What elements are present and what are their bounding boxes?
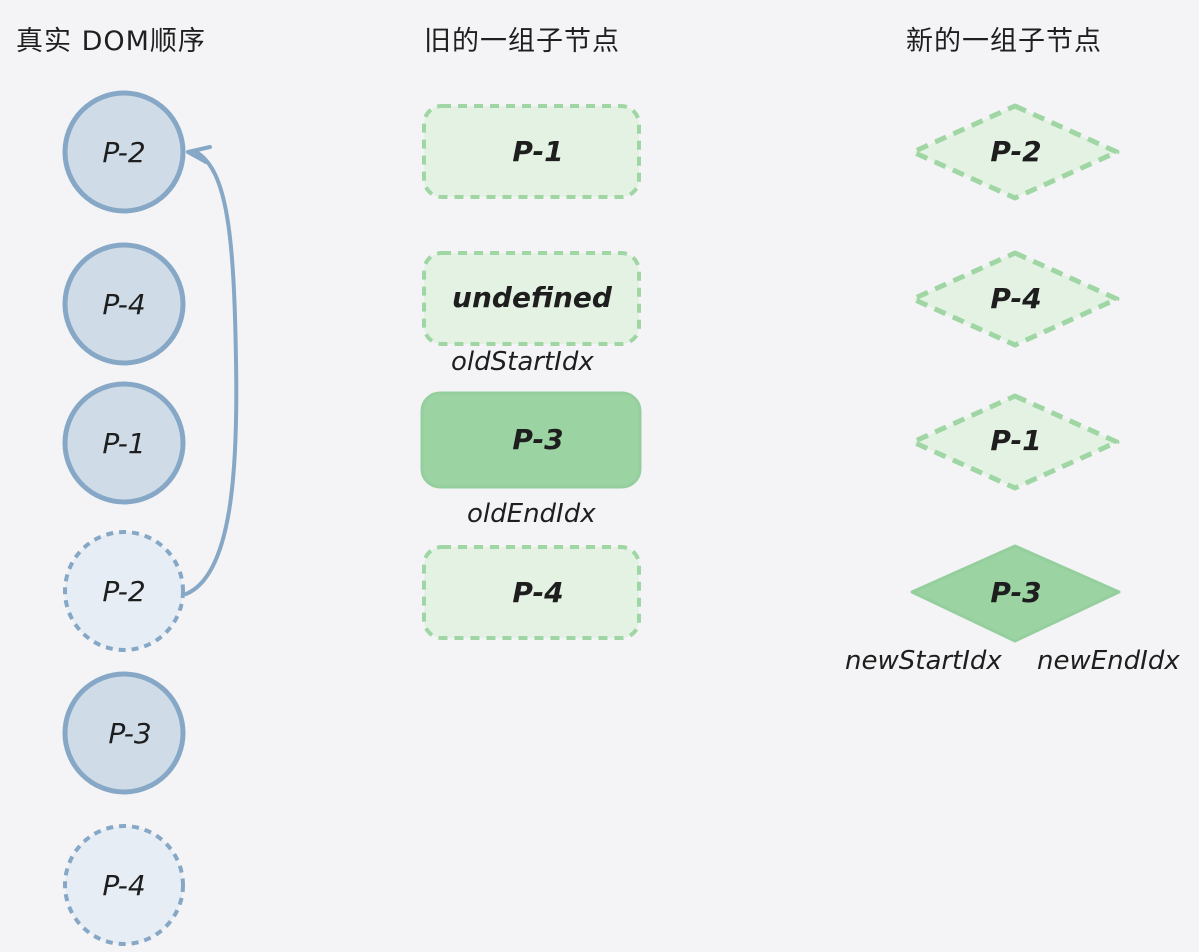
- real-dom-node-5-shape: [62, 671, 186, 795]
- new-node-2-shape: [910, 250, 1120, 348]
- real-dom-node-4-label: P-2: [102, 575, 145, 608]
- new-start-idx-pointer: newStartIdx: [845, 646, 1002, 676]
- new-children-title: 新的一组子节点: [906, 26, 1102, 57]
- old-end-idx-pointer: oldEndIdx: [467, 499, 596, 529]
- new-node-1-shape: [910, 103, 1120, 201]
- old-node-2: undefined: [422, 251, 641, 346]
- old-node-1: P-1: [422, 104, 641, 199]
- new-node-3: P-1: [910, 393, 1120, 491]
- real-dom-order-title: 真实 DOM顺序: [16, 26, 206, 57]
- move-arrow-line: [184, 150, 239, 596]
- real-dom-node-1-label: P-2: [102, 136, 145, 169]
- real-dom-node-1: P-2: [62, 90, 186, 214]
- old-node-2-shape: [422, 251, 641, 346]
- old-node-3-shape: [420, 391, 642, 489]
- new-node-1: P-2: [910, 103, 1120, 201]
- old-node-4-label: P-4: [512, 576, 563, 609]
- real-dom-node-6: P-4: [63, 824, 185, 946]
- real-dom-node-5-label: P-3: [108, 717, 151, 750]
- old-node-3-label: P-3: [512, 423, 563, 456]
- old-node-4: P-4: [422, 545, 641, 640]
- new-node-3-label: P-1: [990, 424, 1041, 457]
- real-dom-node-5: P-3: [62, 671, 186, 795]
- real-dom-node-3: P-1: [62, 381, 186, 505]
- old-node-1-label: P-1: [512, 135, 563, 168]
- real-dom-node-1-shape: [62, 90, 186, 214]
- real-dom-node-4: P-2: [63, 530, 185, 652]
- old-children-title: 旧的一组子节点: [424, 26, 620, 57]
- real-dom-node-2-shape: [62, 242, 186, 366]
- new-node-4-shape: [910, 544, 1121, 643]
- old-node-3: P-3: [420, 391, 642, 489]
- new-node-4-label: P-3: [990, 576, 1041, 609]
- real-dom-node-3-shape: [62, 381, 186, 505]
- new-node-4: P-3: [910, 544, 1121, 643]
- move-arrow-head: [186, 145, 212, 164]
- real-dom-node-6-label: P-4: [102, 869, 145, 902]
- move-arrow: [184, 145, 239, 596]
- old-node-1-shape: [422, 104, 641, 199]
- new-end-idx-pointer: newEndIdx: [1037, 646, 1180, 676]
- new-node-3-shape: [910, 393, 1120, 491]
- old-node-4-shape: [422, 545, 641, 640]
- old-node-2-label: undefined: [452, 281, 613, 314]
- new-node-1-label: P-2: [990, 135, 1041, 168]
- real-dom-node-2: P-4: [62, 242, 186, 366]
- new-node-2-label: P-4: [990, 282, 1041, 315]
- real-dom-node-4-shape: [63, 530, 185, 652]
- real-dom-node-3-label: P-1: [102, 427, 145, 460]
- new-node-2: P-4: [910, 250, 1120, 348]
- real-dom-node-6-shape: [63, 824, 185, 946]
- old-start-idx-pointer: oldStartIdx: [451, 347, 594, 377]
- real-dom-node-2-label: P-4: [102, 288, 145, 321]
